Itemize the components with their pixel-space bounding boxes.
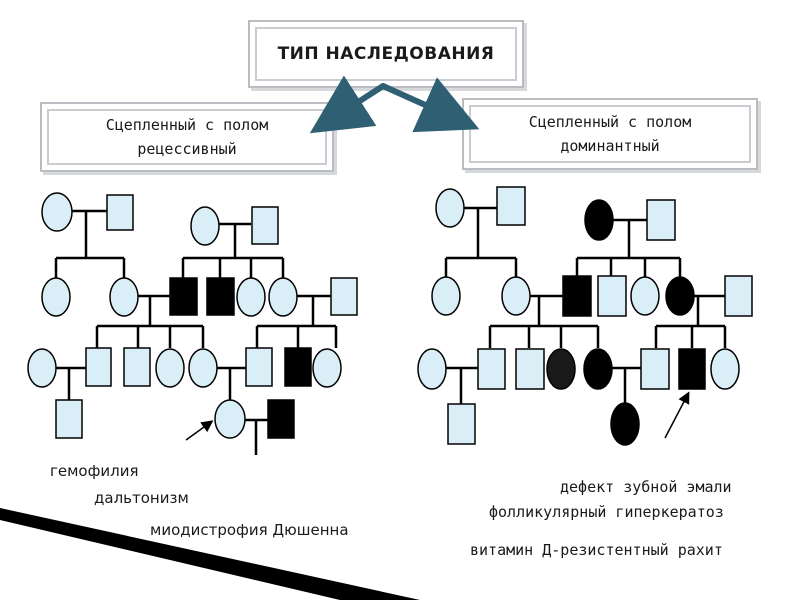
title-text: ТИП НАСЛЕДОВАНИЯ [277, 44, 495, 64]
recessive-individuals [27, 192, 358, 439]
male-affected [206, 277, 235, 316]
disease-hemophilia: гемофилия [50, 462, 139, 480]
female-unaffected [41, 192, 73, 232]
male-affected [169, 277, 198, 316]
inheritance-type-title: ТИП НАСЛЕДОВАНИЯ [248, 20, 524, 88]
female-carrier-proband [214, 399, 246, 439]
male-affected [562, 275, 592, 317]
proband-arrow [664, 391, 690, 439]
female-unaffected [109, 277, 139, 317]
female-affected [665, 276, 695, 316]
recessive-type-label: Сцепленный с полом рецессивный [106, 113, 269, 161]
female-unaffected [501, 276, 531, 316]
female-unaffected [27, 348, 57, 388]
disease-hyperkeratosis: фолликулярный гиперкератоз [489, 503, 724, 521]
male-unaffected [640, 348, 670, 390]
disease-duchenne: миодистрофия Дюшенна [150, 521, 349, 539]
female-unaffected [710, 348, 740, 390]
male-unaffected [123, 347, 151, 387]
male-unaffected [55, 399, 83, 439]
male-unaffected [724, 275, 753, 317]
female-unaffected [630, 276, 660, 316]
recessive-pedigree [42, 209, 338, 455]
female-unaffected [268, 277, 298, 317]
dominant-pedigree [432, 206, 727, 404]
female-affected [583, 348, 613, 390]
female-unaffected [312, 348, 342, 388]
male-affected [267, 399, 295, 439]
recessive-line2: рецессивный [137, 140, 237, 158]
female-affected [610, 402, 640, 446]
disease-rickets: витамин Д-резистентный рахит [470, 541, 723, 559]
dominant-individuals [417, 186, 753, 446]
recessive-line1: Сцепленный с полом [105, 116, 269, 134]
disease-enamel-defect: дефект зубной эмали [560, 478, 732, 496]
male-unaffected [251, 206, 279, 245]
female-unaffected [41, 277, 71, 317]
dominant-type-box: Сцепленный с полом доминантный [462, 98, 758, 170]
female-unaffected [431, 276, 461, 316]
branch-arrows [309, 75, 480, 134]
female-unaffected [188, 348, 218, 388]
dominant-line2: доминантный [560, 137, 660, 155]
arrow-to-dominant [380, 77, 480, 133]
male-unaffected [447, 403, 476, 445]
female-affected [546, 348, 576, 390]
dominant-line1: Сцепленный с полом [528, 113, 692, 131]
female-unaffected [417, 348, 447, 390]
male-unaffected [330, 277, 358, 316]
arrow-to-recessive [309, 75, 386, 134]
disease-color-blindness: дальтонизм [94, 489, 189, 507]
decorative-wedge [0, 508, 420, 600]
recessive-type-box: Сцепленный с полом рецессивный [40, 102, 334, 172]
male-unaffected [597, 275, 627, 317]
dominant-type-label: Сцепленный с полом доминантный [529, 110, 692, 158]
proband-arrow [185, 420, 214, 441]
female-unaffected [155, 348, 185, 388]
male-affected [284, 347, 312, 387]
female-affected [584, 199, 614, 241]
female-unaffected [190, 206, 220, 246]
male-unaffected [646, 199, 676, 241]
male-unaffected [477, 348, 506, 390]
male-affected-proband [678, 348, 706, 390]
female-unaffected [435, 188, 465, 228]
female-unaffected [236, 277, 266, 317]
male-unaffected [245, 347, 273, 387]
male-unaffected [515, 348, 545, 390]
male-unaffected [85, 347, 112, 387]
male-unaffected [496, 186, 526, 226]
male-unaffected [106, 194, 134, 231]
